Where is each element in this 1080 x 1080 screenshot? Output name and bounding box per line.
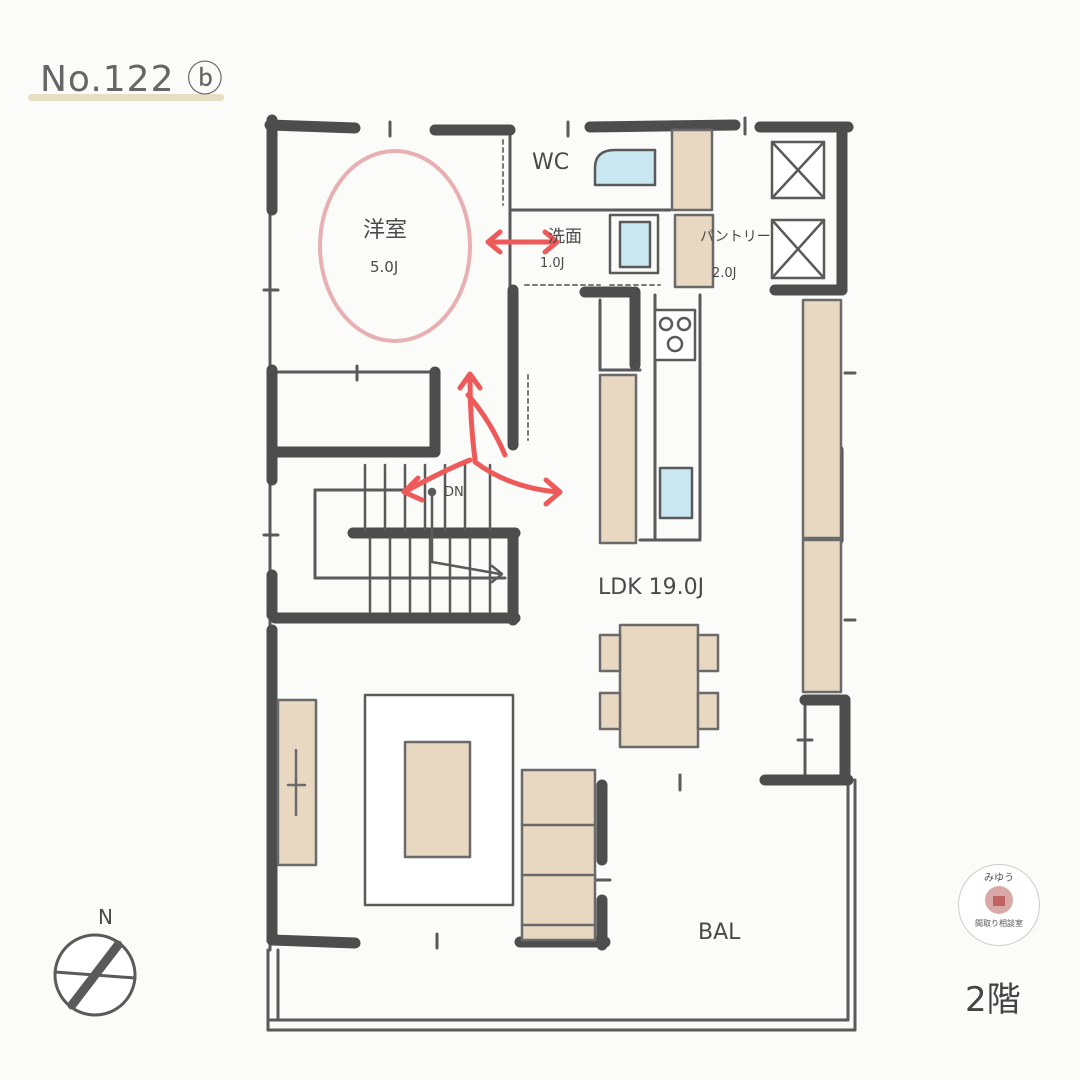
room-size-pantry: 2.0J (712, 266, 737, 281)
window-ticks (262, 116, 857, 950)
room-label-wc: WC (532, 150, 570, 175)
house-icon (985, 886, 1013, 914)
room-size-washroom: 1.0J (540, 256, 565, 271)
room-label-washroom: 洗面 (548, 227, 582, 247)
compass-icon (53, 933, 137, 1017)
room-size-western: 5.0J (370, 258, 399, 276)
floor-label: 2階 (965, 980, 1021, 1020)
room-label-balcony: BAL (698, 920, 741, 945)
room-label-ldk: LDK 19.0J (598, 575, 705, 600)
logo-bottom-text: 間取り相談室 (975, 919, 1023, 928)
movement-arrows (401, 229, 563, 507)
brand-logo: みゆう 間取り相談室 (958, 864, 1040, 946)
title-underline (28, 94, 224, 101)
highlight-circle (318, 149, 472, 343)
room-label-western: 洋室 (363, 218, 408, 243)
sliding-doors (502, 139, 661, 441)
compass-label: N (98, 905, 113, 929)
stairs-label: DN (444, 485, 464, 500)
fixtures (593, 140, 826, 520)
stairs (363, 463, 504, 614)
logo-top-text: みゆう (984, 873, 1014, 884)
thick-walls (264, 114, 854, 951)
plan-number: No.122 ⓑ (40, 59, 224, 100)
room-label-pantry: パントリー (700, 229, 771, 245)
